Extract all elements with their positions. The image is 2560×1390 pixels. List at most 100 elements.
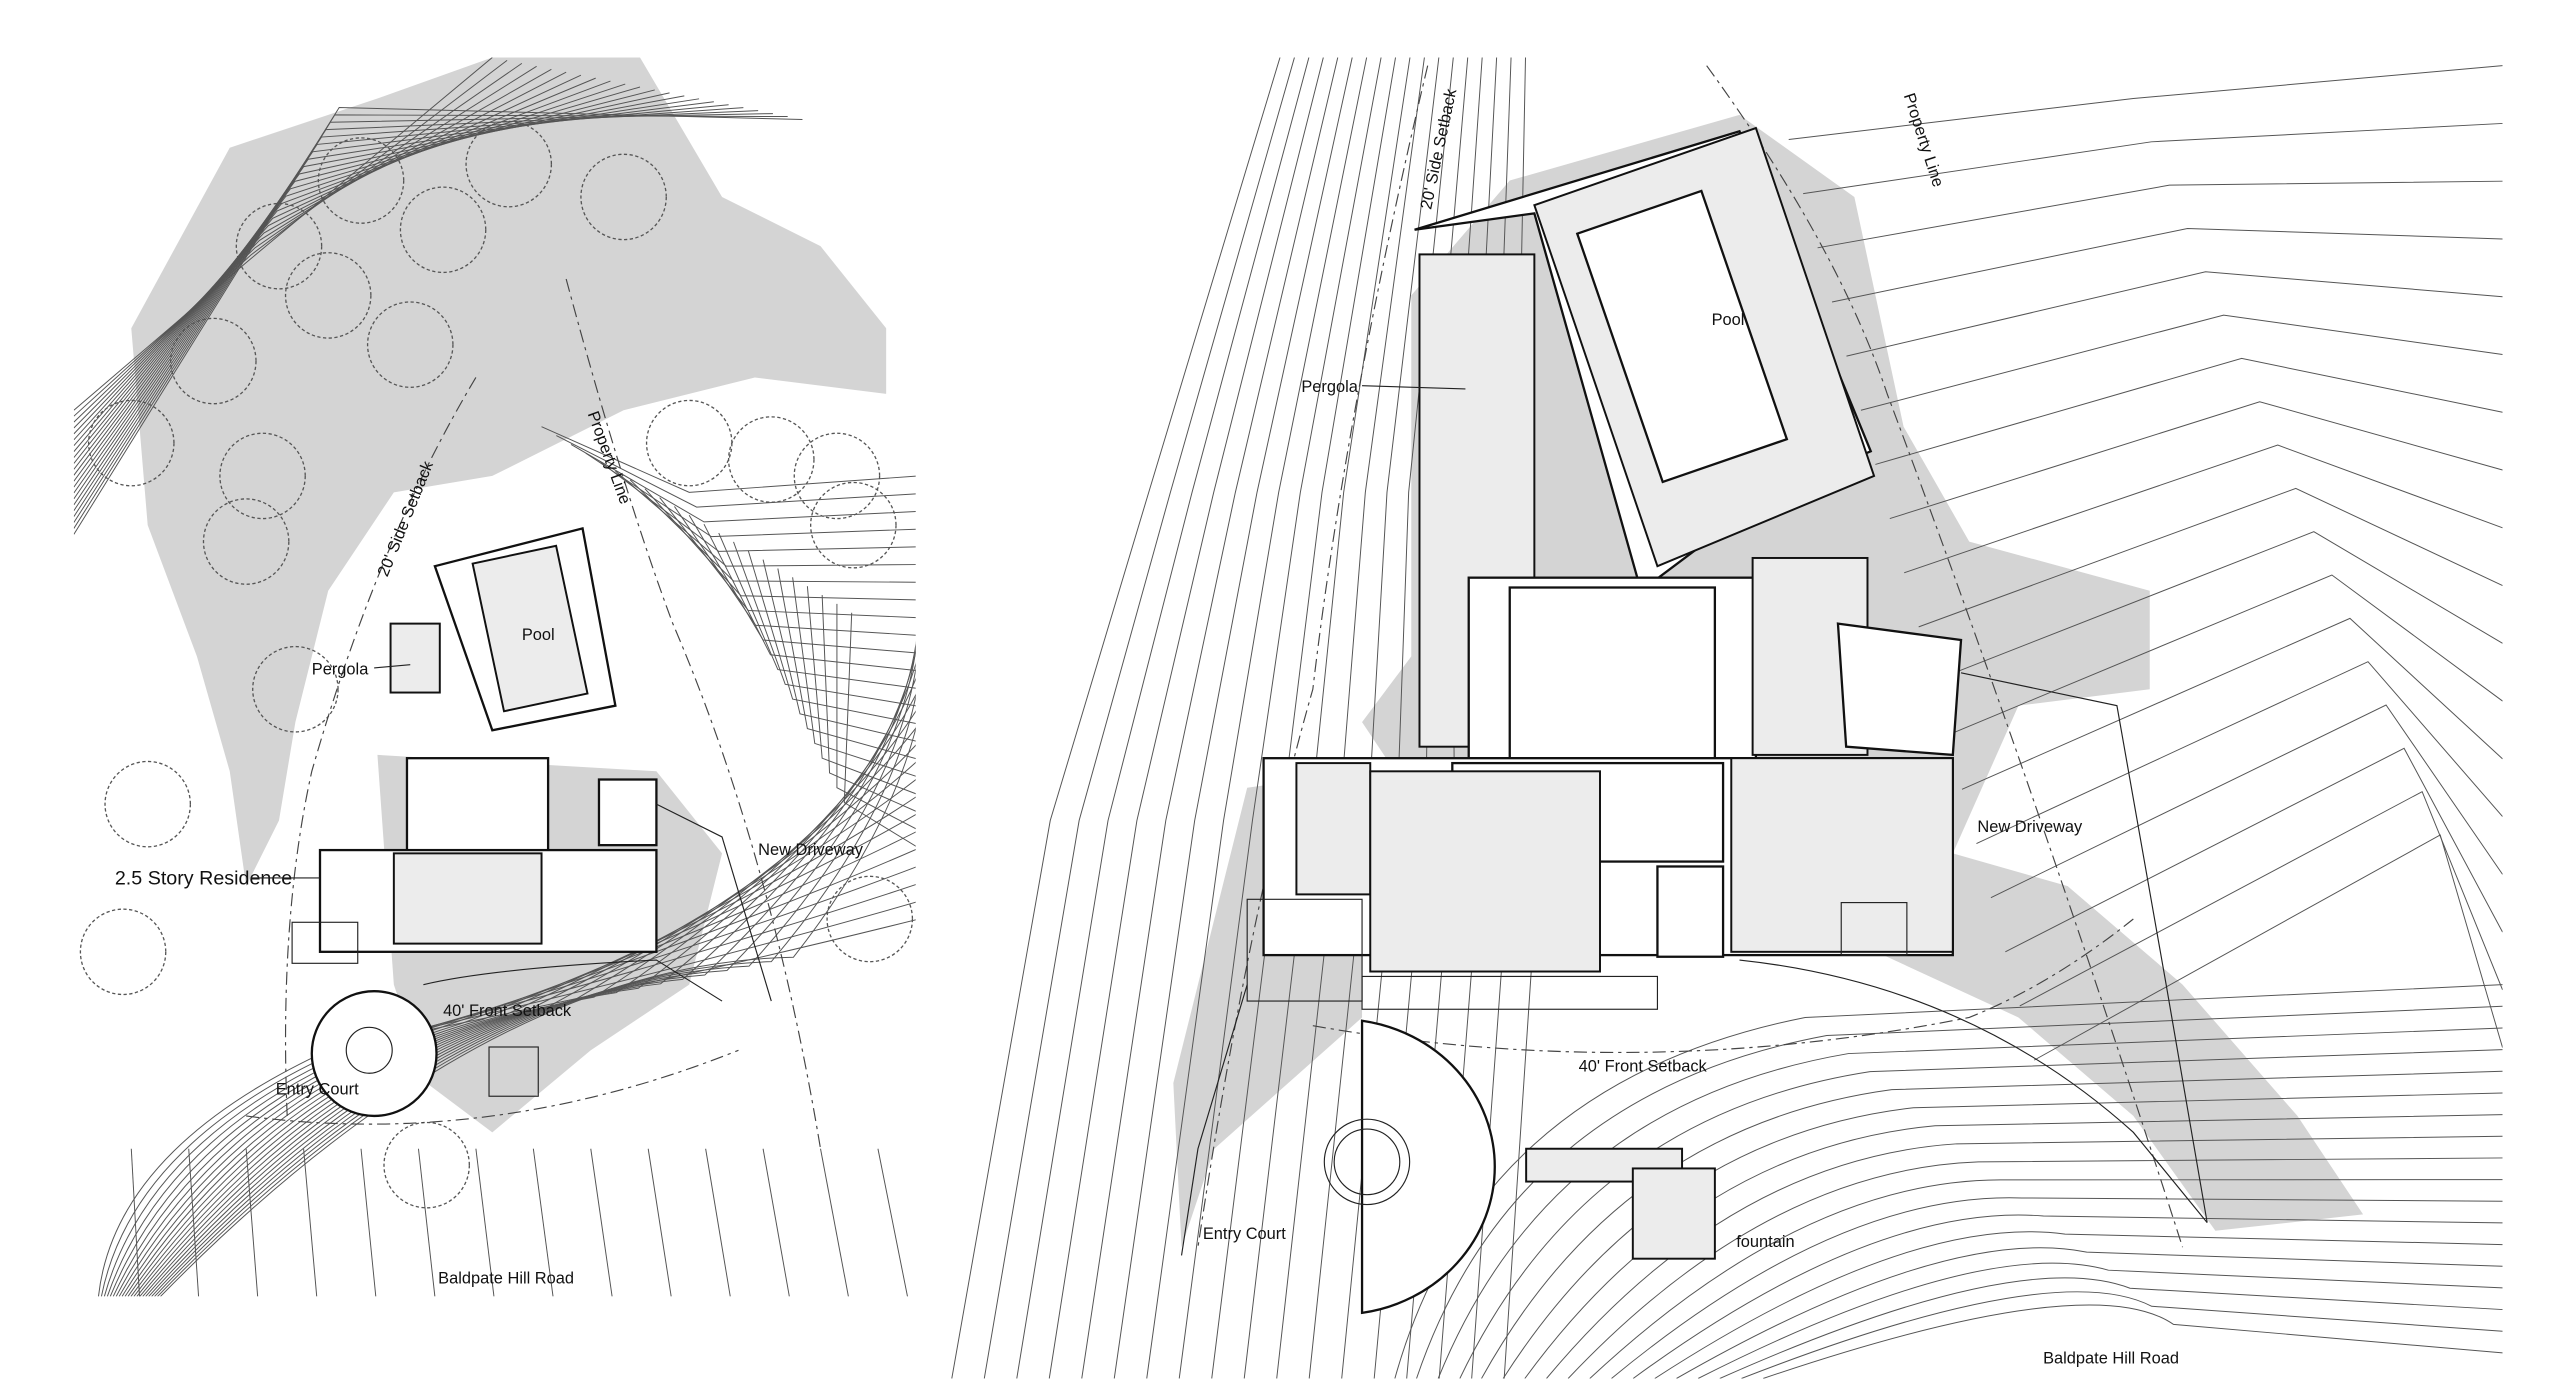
tree-icon — [727, 416, 815, 503]
contour-line — [1081, 57, 1339, 1379]
right-label-pergola: Pergola — [1301, 378, 1358, 396]
contour-line — [1918, 487, 2503, 628]
tree-icon — [383, 1121, 470, 1209]
contour-line — [792, 577, 916, 777]
road-line — [877, 1148, 908, 1297]
tree-icon — [399, 186, 487, 274]
left-label-residence: 2.5 Story Residence — [115, 868, 292, 890]
contour-line — [1146, 57, 1368, 1379]
contour-line — [1567, 1157, 2503, 1379]
contour-line — [1276, 57, 1425, 1379]
right-label-road: Baldpate Hill Road — [2043, 1350, 2179, 1368]
contour-line — [139, 677, 916, 1297]
contour-line — [121, 779, 916, 1297]
contour-line — [1048, 57, 1324, 1379]
contour-line — [1961, 617, 2503, 790]
contour-line — [2005, 747, 2503, 953]
tree-icon — [793, 432, 881, 520]
contour-line — [1308, 57, 1440, 1379]
contour-line — [1654, 1231, 2503, 1379]
contour-line — [1016, 57, 1310, 1379]
contour-line — [951, 57, 1281, 1379]
right-residence — [1180, 126, 2208, 1315]
right-label-pool: Pool — [1712, 311, 1745, 329]
contour-line — [556, 435, 916, 508]
tree-icon — [317, 137, 405, 224]
left-label-pool: Pool — [522, 626, 555, 644]
contour-line — [154, 666, 916, 1297]
contour-line — [1976, 661, 2503, 844]
contour-line — [843, 612, 916, 847]
contour-line — [1788, 65, 2503, 141]
road-line — [360, 1148, 377, 1297]
contour-line — [1932, 531, 2503, 682]
road-line — [705, 1148, 731, 1297]
contour-line — [1831, 227, 2503, 303]
contour-line — [1762, 1304, 2503, 1379]
contour-line — [1394, 984, 2503, 1379]
contour-line — [1817, 180, 2503, 249]
tree-icon — [202, 498, 290, 585]
road-line — [820, 1148, 849, 1297]
road-line — [475, 1148, 495, 1297]
contour-line — [145, 650, 916, 1297]
contour-line — [615, 470, 916, 567]
contour-line — [1416, 1005, 2503, 1379]
left-label-front-setback: 40' Front Setback — [443, 1002, 572, 1020]
contour-line — [115, 813, 916, 1297]
contour-line — [570, 443, 916, 523]
contour-line — [1846, 271, 2503, 357]
contour-line — [1875, 357, 2503, 465]
contour-line — [151, 646, 916, 1297]
contour-line — [1719, 1277, 2503, 1379]
tree-icon — [580, 153, 667, 241]
contour-line — [1243, 57, 1411, 1379]
contour-line — [118, 796, 916, 1297]
contour-line — [806, 586, 916, 795]
contour-line — [585, 452, 916, 538]
contour-line — [747, 550, 916, 724]
contour-line — [73, 107, 803, 535]
contour-line — [160, 727, 916, 1297]
contour-line — [1676, 1247, 2503, 1379]
right-label-side-setback: 20' Side Setback — [1417, 86, 1460, 210]
road-line — [130, 1148, 140, 1297]
contour-line — [1113, 57, 1353, 1379]
tree-icon — [252, 645, 339, 733]
contour-line — [157, 694, 916, 1297]
right-label-new-driveway: New Driveway — [1977, 818, 2083, 836]
contour-line — [1947, 574, 2503, 736]
tree-icon — [645, 399, 733, 487]
right-front-setback-line — [1312, 918, 2134, 1054]
left-front-setback-line — [246, 1049, 739, 1125]
contour-line — [1632, 1214, 2503, 1379]
contour-line — [1524, 1114, 2503, 1379]
contour-line — [983, 57, 1295, 1379]
contour-line — [1990, 704, 2503, 899]
road-line — [245, 1148, 259, 1297]
tree-icon — [465, 120, 553, 208]
contour-line — [1546, 1135, 2503, 1379]
left-label-property-line: Property Line — [584, 409, 634, 507]
road-line — [647, 1148, 672, 1297]
road-line — [417, 1148, 436, 1297]
left-residence — [291, 527, 772, 1118]
contour-line — [629, 479, 916, 583]
left-pergola-leader — [374, 664, 411, 669]
contour-line — [1803, 122, 2503, 195]
tree-icon — [284, 252, 372, 339]
contour-line — [600, 461, 916, 552]
contour-line — [1211, 57, 1397, 1379]
road-line — [188, 1148, 200, 1297]
left-label-road: Baldpate Hill Road — [438, 1269, 574, 1287]
left-site-plan: 20' Side Setback Property Line Pool Perg… — [73, 57, 916, 1297]
road-line — [303, 1148, 318, 1297]
contour-line — [821, 595, 916, 812]
contour-line — [1904, 444, 2503, 574]
contour-line — [718, 532, 916, 689]
contour-line — [644, 488, 916, 601]
left-label-pergola: Pergola — [312, 660, 369, 678]
contour-line — [836, 603, 916, 830]
contour-line — [541, 426, 916, 493]
